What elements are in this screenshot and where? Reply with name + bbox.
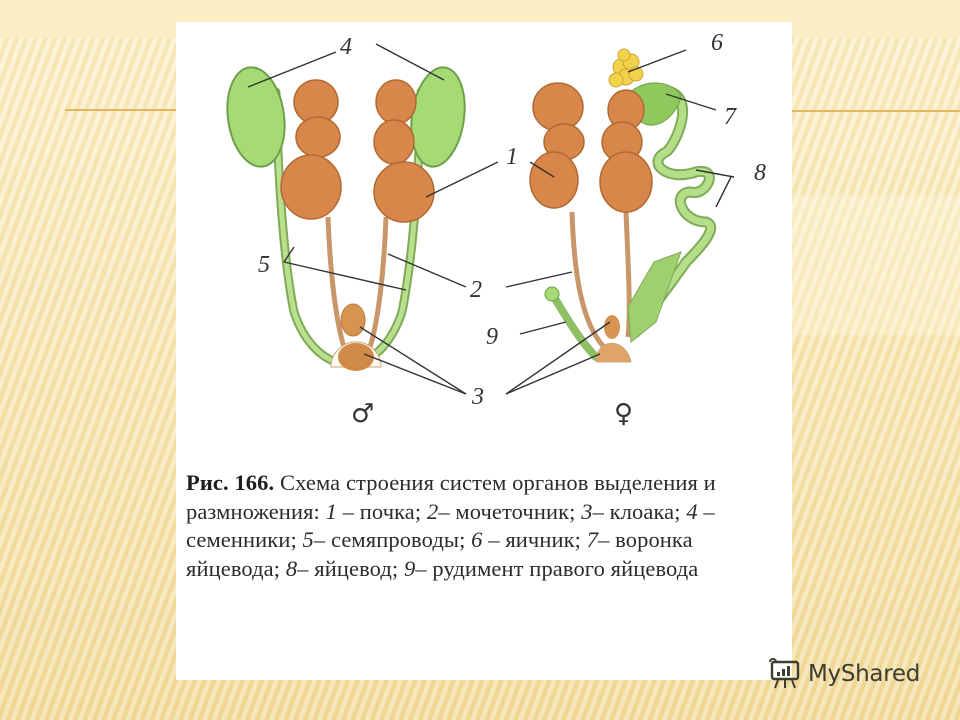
caption-item-2: – мочеточник; <box>438 498 582 524</box>
caption-num-6: 6 <box>471 527 483 553</box>
caption-item-3: – клоака; <box>592 498 687 524</box>
caption-item-8: – яйцевод; <box>297 555 404 581</box>
caption-num-3: 3 <box>581 498 593 524</box>
male-symbol: ♂ <box>351 399 374 429</box>
caption-num-5: 5 <box>302 527 314 553</box>
caption-fig-number: Рис. 166. <box>186 470 275 495</box>
label-2: 2 <box>470 277 482 303</box>
female-left-kidney <box>529 82 585 209</box>
label-1: 1 <box>506 144 518 170</box>
female-right-kidney <box>599 89 653 213</box>
caption-item-7: – воронка яйцевода; <box>186 527 693 581</box>
male-left-kidney <box>280 79 342 220</box>
caption-num-4: 4 <box>686 498 698 524</box>
caption-item-5: – семяпроводы; <box>313 527 472 553</box>
female-symbol: ♀ <box>614 399 633 429</box>
decorative-rule-left <box>65 109 177 111</box>
label-5: 5 <box>258 252 270 278</box>
label-3: 3 <box>471 384 484 410</box>
caption-num-8: 8 <box>285 555 298 581</box>
presentation-board-icon <box>769 658 800 689</box>
caption-num-9: 9 <box>403 555 416 581</box>
label-7: 7 <box>724 104 737 130</box>
caption-item-9: – рудимент правого яйцевода <box>415 555 699 581</box>
ovary <box>608 48 644 88</box>
slide-background-band <box>790 195 960 335</box>
female-system: 6 7 8 1 9 ♀ <box>486 30 766 429</box>
caption-item-6: – яичник; <box>482 527 587 553</box>
male-system: 4 5 2 3 ♂ <box>226 34 499 429</box>
caption-num-1: 1 <box>325 498 337 524</box>
figure-caption: Рис. 166. Схема строения систем органов … <box>186 469 786 583</box>
caption-num-7: 7 <box>586 527 599 553</box>
decorative-rule-right <box>792 110 960 112</box>
anatomy-diagram: 4 5 2 3 ♂ <box>226 30 766 429</box>
left-testis <box>226 66 286 168</box>
caption-item-1: – почка; <box>336 498 427 524</box>
label-6: 6 <box>711 30 723 56</box>
caption-item-4: – семенники; <box>186 498 715 553</box>
caption-title: Схема строения систем органов выделения … <box>186 470 716 524</box>
figure-panel: 4 5 2 3 ♂ <box>176 22 792 680</box>
myshared-watermark[interactable]: MyShared <box>768 656 920 692</box>
label-9: 9 <box>486 324 498 350</box>
watermark-text: MyShared <box>808 661 921 687</box>
caption-num-2: 2 <box>426 498 439 524</box>
label-8: 8 <box>754 160 766 186</box>
label-4: 4 <box>340 34 352 60</box>
male-right-kidney <box>373 79 435 223</box>
